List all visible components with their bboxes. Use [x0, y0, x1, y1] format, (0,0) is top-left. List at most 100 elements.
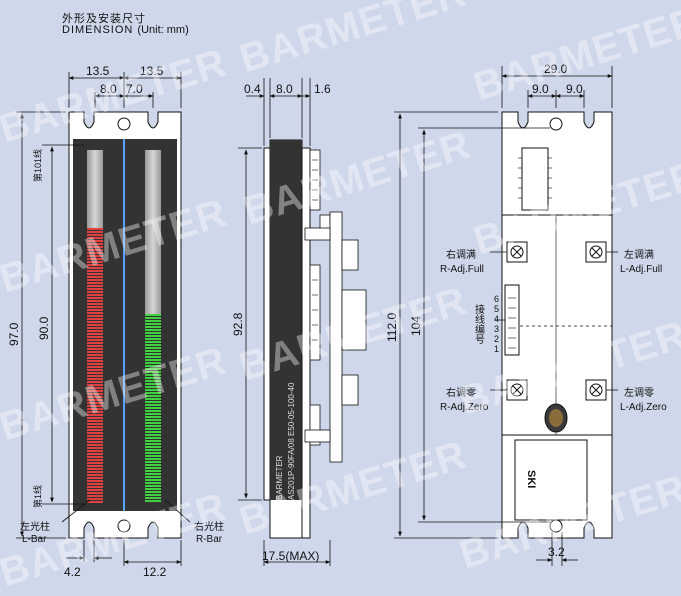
bar-segment — [87, 345, 103, 347]
bar-segment — [87, 249, 103, 251]
bar-segment — [87, 288, 103, 290]
bar-segment — [87, 432, 103, 434]
bar-segment — [87, 252, 103, 254]
bar-segment — [87, 411, 103, 413]
bar-segment — [87, 267, 103, 269]
dim-rear-width: 29.0 — [544, 62, 568, 76]
bar-segment — [87, 321, 103, 323]
bar-segment — [145, 416, 161, 418]
bar-segment — [87, 300, 103, 302]
bar-segment — [87, 231, 103, 233]
bar-segment — [87, 501, 103, 503]
left-bar-segments — [87, 228, 103, 503]
bar-segment — [87, 423, 103, 425]
front-bottom-hole — [117, 519, 131, 533]
rear-top-hole — [549, 117, 563, 131]
bar-segment — [87, 447, 103, 449]
bar-segment — [145, 401, 161, 403]
bar-segment — [87, 396, 103, 398]
dim-front-bottom-right: 12.2 — [143, 565, 167, 579]
bar-segment — [87, 330, 103, 332]
bar-segment — [87, 348, 103, 350]
bar-segment — [87, 471, 103, 473]
bar-segment — [87, 297, 103, 299]
label-l-adj-full-cn: 左调满 — [624, 248, 654, 261]
label-right-bar-cn: 右光柱 — [194, 520, 224, 533]
pin-4: 4 — [494, 314, 499, 324]
bar-segment — [87, 393, 103, 395]
bar-segment — [145, 344, 161, 346]
bar-segment — [87, 342, 103, 344]
bar-segment — [145, 491, 161, 493]
label-l-adj-zero-cn: 左调零 — [624, 386, 654, 399]
right-bar-unlit — [145, 150, 161, 314]
bar-segment — [145, 413, 161, 415]
bar-segment — [87, 255, 103, 257]
bar-segment — [145, 470, 161, 472]
bar-segment — [87, 414, 103, 416]
pin-2: 2 — [494, 334, 499, 344]
bar-segment — [145, 374, 161, 376]
bar-segment — [87, 474, 103, 476]
annotation-labels: 第101线 第1线 左光柱 L-Bar 右光柱 R-Bar 右调满 R-Adj.… — [20, 149, 667, 545]
bar-segment — [87, 456, 103, 458]
bar-segment — [145, 449, 161, 451]
bar-segment — [145, 410, 161, 412]
bar-segment — [87, 402, 103, 404]
bar-segment — [87, 480, 103, 482]
bar-segment — [87, 258, 103, 260]
bar-segment — [87, 387, 103, 389]
rear-lower-board — [514, 439, 588, 521]
dim-rear-height-112: 112.0 — [385, 313, 399, 342]
bar-segment — [145, 356, 161, 358]
bar-segment — [87, 498, 103, 500]
label-connector-cn: 接线编号 — [473, 303, 485, 345]
bar-segment — [145, 461, 161, 463]
bar-segment — [87, 495, 103, 497]
side-view: BARMETER AS201P-90FA/08 E50-05-100-40 — [238, 78, 367, 566]
bar-segment — [145, 425, 161, 427]
bar-segment — [87, 237, 103, 239]
bar-segment — [87, 369, 103, 371]
bar-segment — [145, 365, 161, 367]
dimension-labels: 13.5 13.5 8.0 7.0 97.0 90.0 4.2 12.2 0.4… — [7, 62, 583, 579]
bar-segment — [87, 273, 103, 275]
title-chinese: 外形及安装尺寸 — [62, 13, 146, 25]
bar-segment — [87, 303, 103, 305]
pin-numbers: 6 5 4 3 2 1 — [494, 294, 499, 354]
bar-segment — [87, 354, 103, 356]
bar-segment — [145, 335, 161, 337]
bar-segment — [145, 494, 161, 496]
bar-segment — [87, 276, 103, 278]
bar-segment — [87, 429, 103, 431]
bar-segment — [87, 486, 103, 488]
bar-segment — [145, 368, 161, 370]
label-r-adj-full-cn: 右调满 — [446, 248, 476, 261]
left-bar-unlit — [87, 150, 103, 228]
bar-segment — [87, 453, 103, 455]
pin-6: 6 — [494, 294, 499, 304]
bar-segment — [87, 306, 103, 308]
label-line101: 第101线 — [32, 149, 43, 182]
bar-segment — [145, 377, 161, 379]
bar-segment — [145, 497, 161, 499]
pcb-text-model: AS201P-90FA/08 E50-05-100-40 — [287, 382, 296, 500]
bar-segment — [145, 395, 161, 397]
dim-side-depth: 17.5(MAX) — [262, 549, 319, 563]
side-pcb — [270, 140, 302, 500]
bar-segment — [145, 434, 161, 436]
bar-segment — [87, 315, 103, 317]
bar-segment — [87, 375, 103, 377]
label-left-bar-cn: 左光柱 — [20, 520, 50, 533]
bar-segment — [145, 488, 161, 490]
bar-segment — [145, 332, 161, 334]
bar-segment — [145, 359, 161, 361]
bar-segment — [145, 389, 161, 391]
pin-5: 5 — [494, 304, 499, 314]
dim-side-d1: 0.4 — [244, 82, 261, 96]
pin-3: 3 — [494, 324, 499, 334]
dim-front-top-left: 13.5 — [86, 64, 110, 78]
bar-segment — [145, 455, 161, 457]
title-unit: (Unit: mm) — [137, 24, 189, 36]
